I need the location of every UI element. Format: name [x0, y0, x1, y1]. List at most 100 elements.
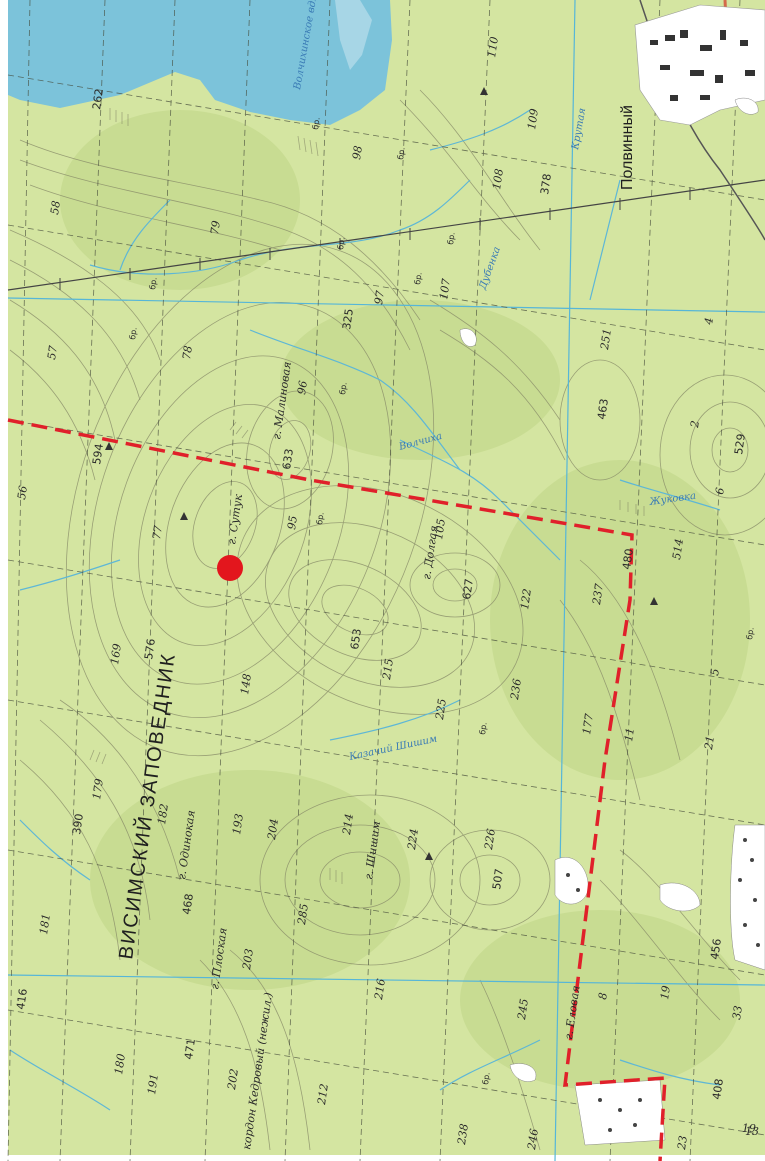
svg-text:408: 408 [710, 1078, 726, 1101]
svg-text:169: 169 [108, 643, 124, 666]
svg-text:576: 576 [142, 638, 158, 661]
clearings [459, 97, 765, 1146]
svg-text:468: 468 [180, 893, 196, 916]
svg-text:бр.: бр. [446, 232, 457, 246]
svg-text:23: 23 [675, 1135, 690, 1152]
quarter-lines [7, 0, 765, 1161]
svg-text:96: 96 [295, 380, 310, 396]
svg-text:633: 633 [280, 448, 296, 471]
svg-text:456: 456 [708, 938, 724, 961]
svg-text:193: 193 [230, 813, 246, 836]
svg-text:224: 224 [405, 828, 421, 852]
svg-text:214: 214 [340, 813, 356, 837]
svg-text:78: 78 [180, 345, 195, 361]
svg-text:177: 177 [580, 713, 596, 736]
svg-text:202: 202 [225, 1068, 241, 1092]
svg-text:бр.: бр. [396, 147, 407, 161]
svg-text:251: 251 [598, 328, 614, 352]
svg-text:237: 237 [590, 583, 606, 607]
svg-text:бр.: бр. [413, 272, 424, 286]
svg-text:594: 594 [90, 443, 106, 466]
svg-text:416: 416 [14, 988, 30, 1011]
svg-text:262: 262 [90, 88, 106, 111]
forest-patches [60, 110, 750, 1090]
svg-text:58: 58 [48, 200, 63, 216]
town-label: Полвинный [619, 105, 636, 190]
svg-text:2: 2 [688, 420, 702, 430]
svg-text:378: 378 [538, 173, 554, 196]
svg-text:212: 212 [315, 1083, 331, 1107]
svg-text:179: 179 [90, 778, 106, 801]
svg-text:бр.: бр. [481, 1072, 492, 1086]
swamp-marks [566, 838, 760, 1132]
svg-text:148: 148 [238, 673, 254, 696]
svg-text:13: 13 [745, 1125, 759, 1138]
svg-text:471: 471 [182, 1038, 198, 1061]
svg-text:514: 514 [670, 538, 686, 561]
svg-text:325: 325 [340, 308, 356, 331]
reservoir-inlet [335, 0, 372, 70]
reserve-boundary [7, 418, 667, 1161]
svg-text:285: 285 [295, 903, 311, 927]
svg-text:529: 529 [732, 433, 748, 456]
svg-text:97: 97 [372, 290, 387, 306]
svg-text:бр.: бр. [478, 722, 489, 736]
location-marker [217, 555, 243, 581]
svg-text:236: 236 [508, 678, 524, 702]
svg-text:246: 246 [525, 1128, 541, 1152]
paper-edge [0, 0, 8, 1161]
svg-text:56: 56 [15, 485, 30, 501]
trig-points [105, 87, 658, 860]
svg-text:107: 107 [437, 278, 453, 301]
svg-text:110: 110 [485, 36, 501, 59]
ford-labels: бр. бр. бр. бр. бр. бр. бр. бр. бр. бр. … [128, 117, 756, 1086]
svg-text:бр.: бр. [745, 627, 756, 641]
svg-text:108: 108 [490, 168, 506, 191]
svg-text:109: 109 [525, 108, 541, 131]
svg-text:122: 122 [518, 588, 534, 611]
rivers [9, 109, 721, 1111]
contour-lines [9, 89, 765, 1151]
paper-edge-bottom [0, 1155, 765, 1161]
svg-text:203: 203 [240, 948, 256, 972]
svg-text:191: 191 [145, 1073, 161, 1096]
svg-text:57: 57 [45, 345, 60, 361]
svg-text:бр.: бр. [338, 382, 349, 396]
sheet-number: 19 [742, 1122, 756, 1135]
svg-text:507: 507 [490, 868, 506, 891]
svg-text:бр.: бр. [315, 512, 326, 526]
svg-text:11: 11 [622, 727, 637, 743]
svg-text:19: 19 [658, 985, 673, 1001]
svg-text:4: 4 [702, 317, 716, 327]
svg-text:бр.: бр. [311, 117, 322, 131]
svg-text:182: 182 [155, 803, 171, 826]
svg-text:180: 180 [112, 1053, 128, 1076]
hachures [89, 108, 645, 884]
svg-text:98: 98 [350, 145, 365, 161]
svg-text:627: 627 [460, 578, 476, 601]
quarter-numbers: 58 57 56 77 78 79 95 96 97 98 105 107 10… [15, 36, 759, 1152]
settlement [634, 4, 765, 126]
svg-text:216: 216 [372, 978, 388, 1002]
grid-lines [7, 0, 765, 1161]
svg-text:21: 21 [702, 735, 717, 752]
svg-text:653: 653 [348, 628, 364, 651]
svg-text:105: 105 [432, 518, 448, 541]
svg-text:245: 245 [515, 998, 531, 1022]
svg-text:бр.: бр. [128, 327, 139, 341]
svg-text:8: 8 [596, 992, 610, 1001]
svg-text:226: 226 [482, 828, 498, 852]
svg-text:390: 390 [70, 813, 86, 836]
svg-text:79: 79 [208, 220, 223, 236]
svg-text:238: 238 [455, 1123, 471, 1147]
svg-text:бр.: бр. [336, 237, 347, 251]
svg-text:204: 204 [265, 818, 281, 842]
power-line [7, 179, 765, 291]
svg-text:225: 225 [433, 698, 449, 722]
svg-text:бр.: бр. [148, 277, 159, 291]
svg-text:6: 6 [713, 487, 727, 496]
svg-text:463: 463 [595, 398, 611, 421]
svg-text:95: 95 [285, 515, 300, 531]
svg-text:181: 181 [37, 913, 53, 936]
